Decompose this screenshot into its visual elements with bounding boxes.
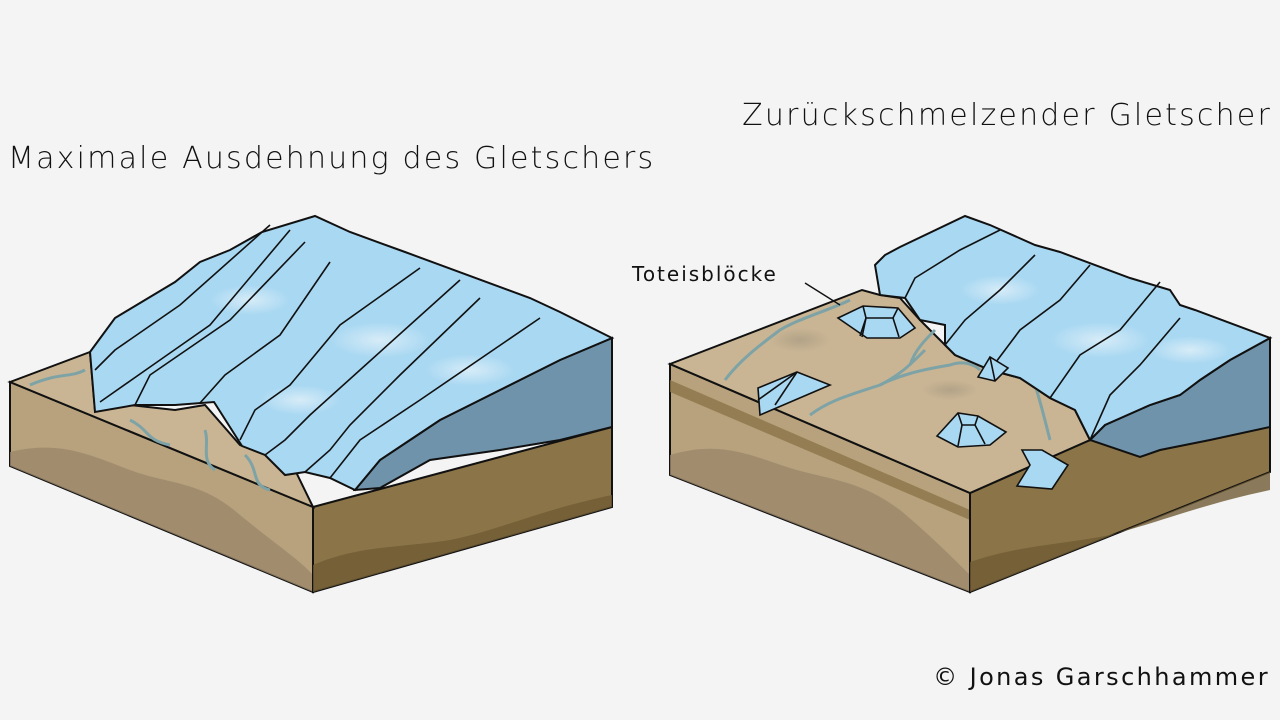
left-block-diagram (7, 214, 615, 594)
left-panel-title: Maximale Ausdehnung des Gletschers (8, 141, 656, 176)
annotation-leader-line (804, 282, 841, 306)
right-crevasse-lines (904, 229, 1181, 441)
dead-ice-blocks-label: Toteisblöcke (632, 262, 778, 286)
left-crevasse-lines (94, 224, 541, 479)
dead-ice-block-1 (836, 305, 917, 339)
right-meltwater-streams (723, 298, 1052, 441)
dead-ice-block-5 (1015, 449, 1070, 490)
right-panel-title: Zurückschmelzender Gletscher (742, 98, 1272, 133)
dead-ice-block-3 (976, 355, 1010, 382)
copyright-credit: © Jonas Garschhammer (933, 663, 1270, 691)
dead-ice-block-2 (757, 371, 833, 417)
right-block-diagram (667, 214, 1273, 594)
dead-ice-block-4 (935, 412, 1008, 448)
